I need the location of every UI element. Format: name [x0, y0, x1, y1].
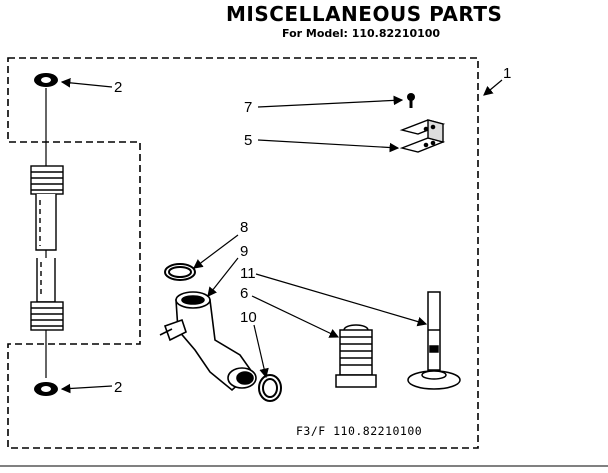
callout-6: 6: [240, 285, 248, 302]
assembly-boundary: [7, 57, 479, 449]
callout-8: 8: [240, 219, 248, 236]
leader-1: [483, 79, 503, 96]
agitator-stem-part: [407, 291, 461, 390]
leader-9: [207, 257, 239, 297]
leader-5: [257, 139, 400, 153]
screw-part: [407, 93, 415, 108]
callout-11: 11: [240, 265, 256, 282]
leader-7: [257, 95, 404, 108]
leader-10: [253, 324, 269, 379]
clamp-upper-part: [164, 263, 196, 281]
leader-8: [193, 234, 239, 269]
clamp-lower-part: [258, 374, 282, 402]
callout-5: 5: [244, 132, 252, 149]
figure-reference: F3/F 110.82210100: [296, 424, 423, 438]
elbow-part: [159, 291, 257, 392]
leader-2-bottom: [60, 383, 113, 394]
model-subtitle: For Model: 110.82210100: [282, 27, 441, 40]
clip-part: [399, 119, 446, 153]
washer-bottom: [34, 382, 58, 396]
washer-top: [34, 73, 58, 87]
callout-7: 7: [244, 99, 252, 116]
callout-9: 9: [240, 243, 248, 260]
hose-part: [30, 165, 64, 331]
cap-part: [335, 324, 377, 388]
leader-11: [255, 273, 428, 327]
callout-1: 1: [503, 65, 511, 82]
callout-10: 10: [240, 309, 257, 326]
leader-2-top: [60, 78, 113, 88]
callout-2-bottom: 2: [114, 379, 122, 396]
diagram-title: MISCELLANEOUS PARTS: [226, 2, 503, 26]
leader-6: [251, 295, 340, 338]
callout-2-top: 2: [114, 79, 122, 96]
